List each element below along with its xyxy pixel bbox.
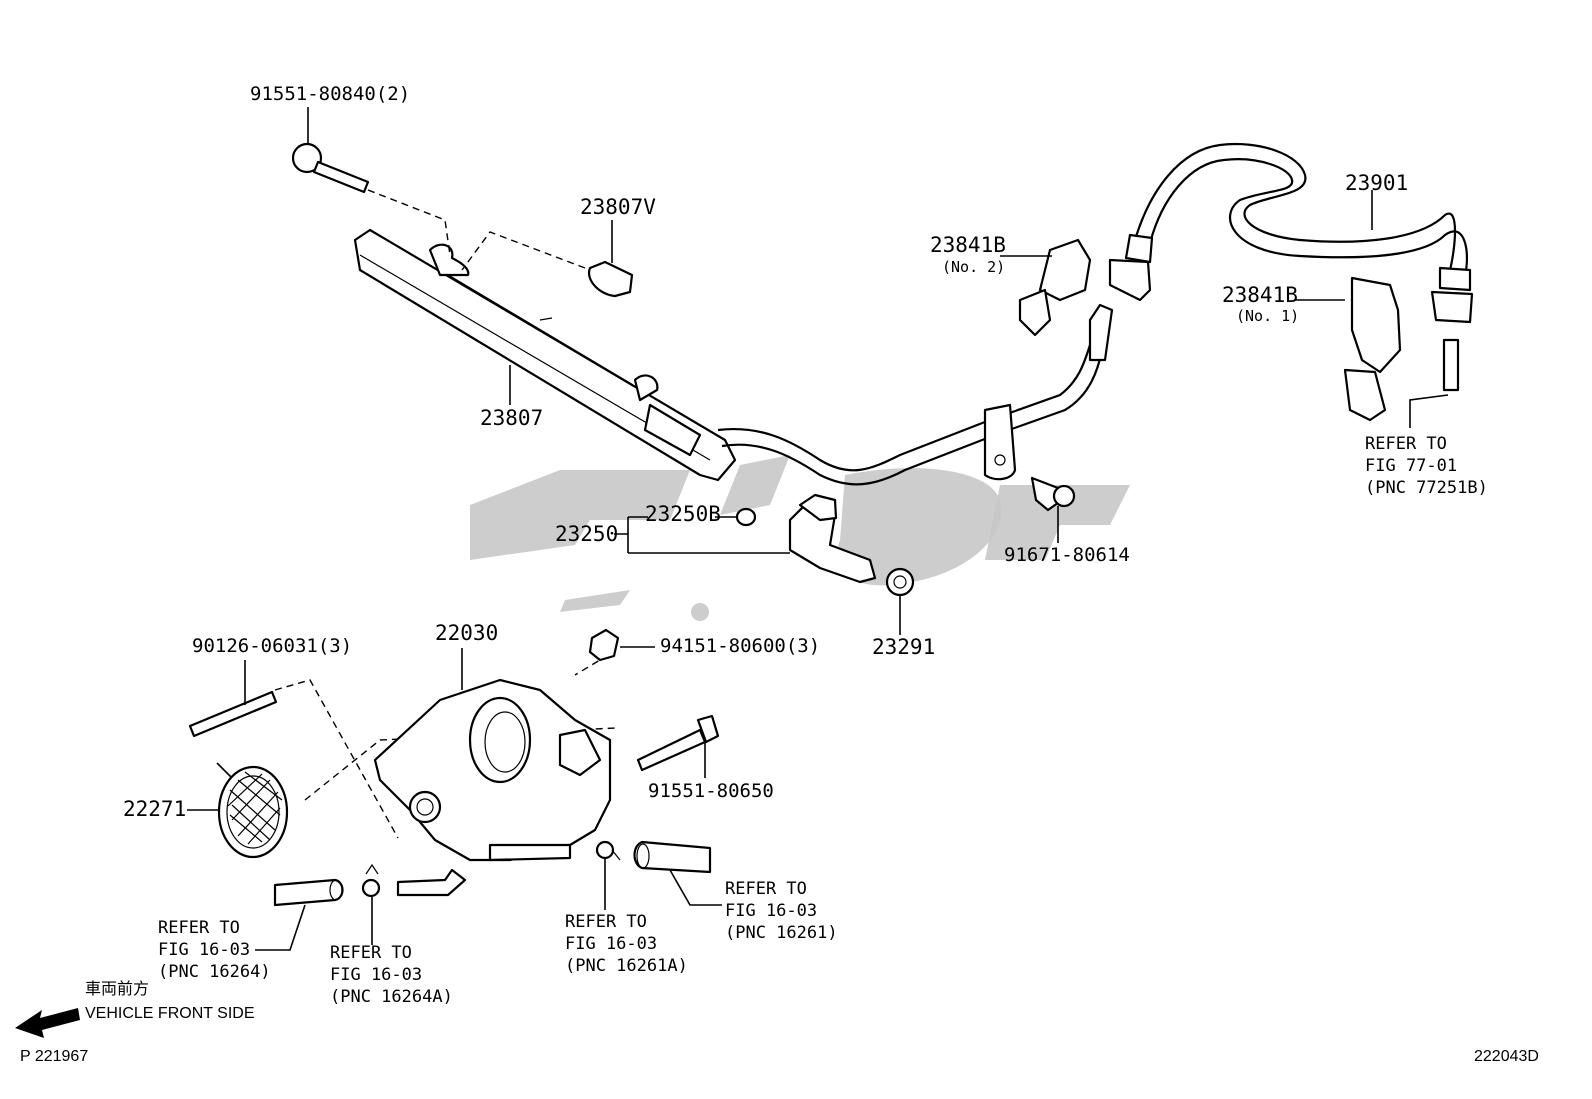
pulsation-damper [461, 231, 634, 298]
nut [588, 628, 620, 662]
bolt-throttle [636, 714, 720, 772]
footer: 車両前方 VEHICLE FRONT SIDE P 221967 222043D [15, 980, 1539, 1065]
clip-left [361, 863, 381, 898]
clamp-no1 [1343, 276, 1402, 422]
label-clamp-no1: 23841B [1222, 283, 1298, 307]
throttle-body [373, 650, 612, 897]
ref-fig77: REFER TO FIG 77-01 (PNC 77251B) [1365, 434, 1488, 498]
o-ring [735, 507, 757, 527]
direction-jp: 車両前方 [85, 980, 149, 998]
label-hose: 23901 [1345, 171, 1408, 195]
label-nut: 94151-80600(3) [660, 635, 820, 657]
fuel-rail [353, 228, 737, 482]
ref-fig77-line2: FIG 77-01 [1365, 456, 1457, 476]
ref-fig16264-line2: FIG 16-03 [158, 940, 250, 960]
ref-fig16264a-line3: (PNC 16264A) [330, 987, 453, 1007]
ref-fig16261a-line2: FIG 16-03 [565, 934, 657, 954]
label-clamp-no1-sub: (No. 1) [1236, 307, 1299, 325]
ref-fig16261a: REFER TO FIG 16-03 (PNC 16261A) [565, 912, 688, 976]
clip-mid [595, 840, 621, 861]
bolt-rail [1030, 476, 1076, 512]
ref-fig77-line3: (PNC 77251B) [1365, 478, 1488, 498]
ref-fig16264a: REFER TO FIG 16-03 (PNC 16264A) [330, 943, 453, 1007]
ref-fig77-line1: REFER TO [1365, 434, 1447, 454]
throttle-gasket [216, 727, 616, 859]
ref-fig16261-line1: REFER TO [725, 879, 807, 899]
diagram-code: 222043D [1474, 1048, 1539, 1065]
ref-fig16261a-line1: REFER TO [565, 912, 647, 932]
insulator [885, 567, 915, 597]
ref-fig16264: REFER TO FIG 16-03 (PNC 16264) [158, 918, 271, 982]
label-damper: 23807V [580, 195, 656, 219]
ref-fig16264-line3: (PNC 16264) [158, 962, 271, 982]
part-labels: 91551-80840(2) 23807V 23807 23841B (No. … [123, 83, 1408, 821]
label-rail: 23807 [480, 406, 543, 430]
ref-fig16264a-line1: REFER TO [330, 943, 412, 963]
page-code: P 221967 [20, 1048, 88, 1065]
leader-lines [187, 107, 1449, 951]
fuel-injector [788, 493, 877, 584]
ref-fig16261-line3: (PNC 16261) [725, 923, 838, 943]
fuel-pipe [717, 303, 1114, 486]
hose-left [273, 878, 344, 907]
direction-en: VEHICLE FRONT SIDE [85, 1005, 255, 1022]
label-throttle-body: 22030 [435, 621, 498, 645]
reference-labels: REFER TO FIG 77-01 (PNC 77251B) REFER TO… [158, 434, 1488, 1007]
label-bolt-throttle: 91551-80650 [648, 780, 774, 802]
hose-end [1442, 338, 1460, 392]
front-arrow-icon [15, 1008, 80, 1038]
ref-fig16261: REFER TO FIG 16-03 (PNC 16261) [725, 879, 838, 943]
label-stud: 90126-06031(3) [192, 635, 352, 657]
label-bolt-top: 91551-80840(2) [250, 83, 410, 105]
label-bolt-rail: 91671-80614 [1004, 544, 1130, 566]
ref-fig16261a-line3: (PNC 16261A) [565, 956, 688, 976]
clamp-no2 [1018, 238, 1092, 337]
fuel-hose [1108, 143, 1474, 324]
label-insulator: 23291 [872, 635, 935, 659]
ref-fig16264-line1: REFER TO [158, 918, 240, 938]
label-clamp-no2-sub: (No. 2) [942, 258, 1005, 276]
label-gasket: 22271 [123, 797, 186, 821]
label-oring: 23250B [645, 502, 721, 526]
label-clamp-no2: 23841B [930, 233, 1006, 257]
label-injector: 23250 [555, 522, 618, 546]
ref-fig16261-line2: FIG 16-03 [725, 901, 817, 921]
bolt-top [291, 142, 451, 256]
ref-fig16264a-line2: FIG 16-03 [330, 965, 422, 985]
hose-right [633, 840, 712, 874]
